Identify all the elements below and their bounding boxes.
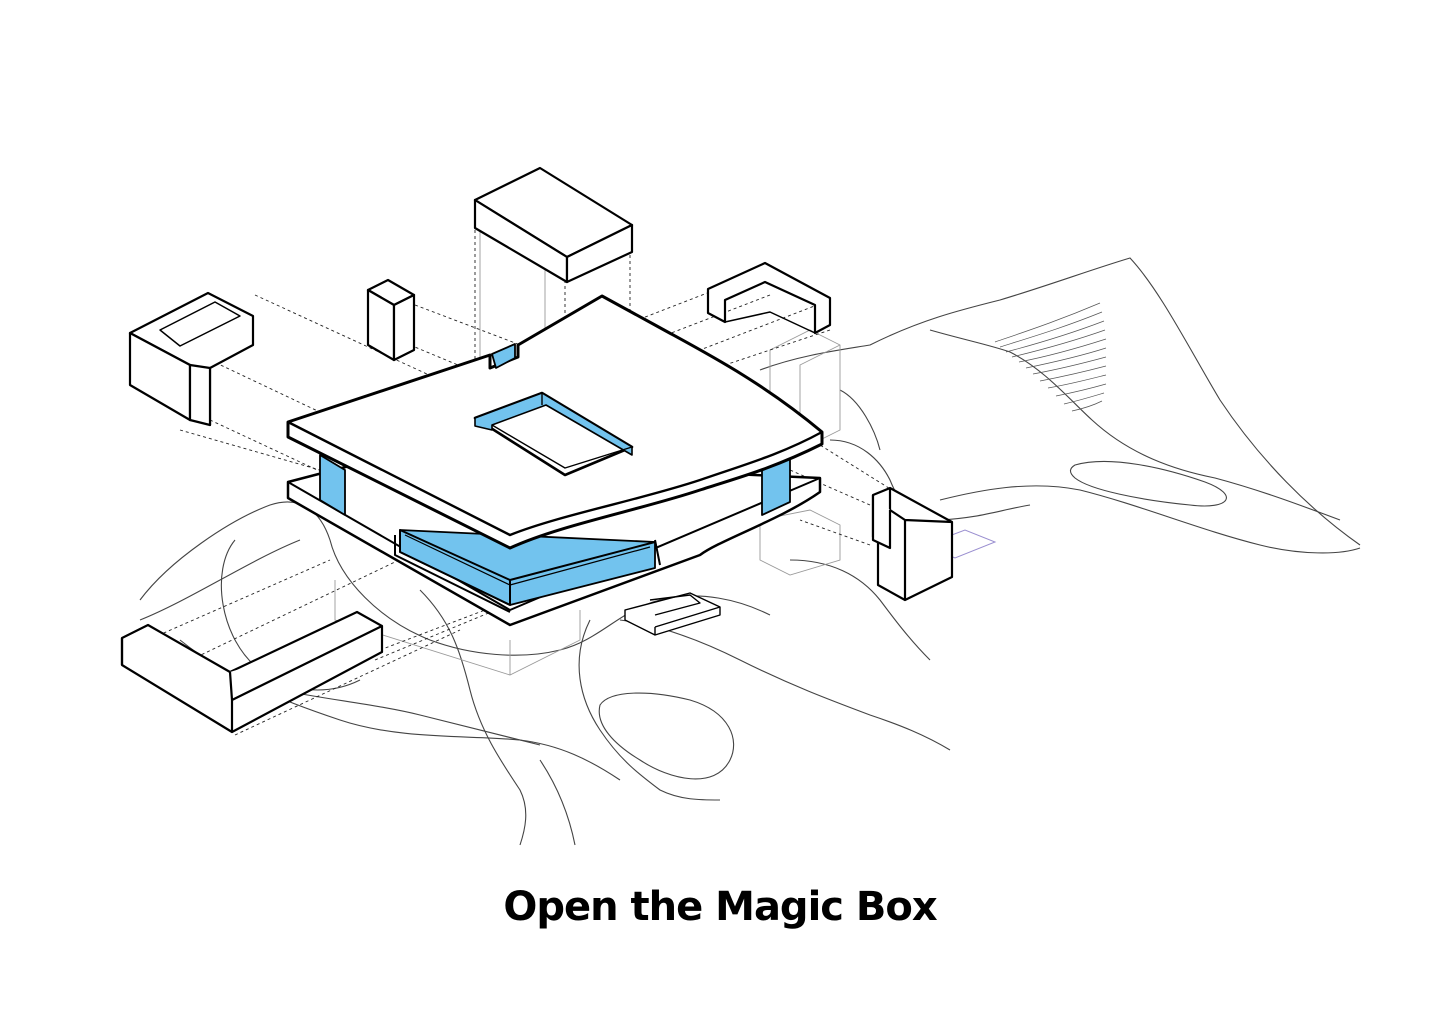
ghost-base-volume [334,580,581,676]
block-southwest-l-shape [120,610,384,734]
mountain-oval-contour [1069,460,1227,507]
site-contour-lobe [598,692,735,780]
terrain-contours [139,257,1361,846]
main-house [286,294,824,627]
projection-line [179,549,421,666]
site-contour-east-upper [839,389,881,451]
roof-notch-glazing [491,343,516,369]
projection-line [789,469,871,506]
diagram-caption: Open the Magic Box [503,884,937,930]
projection-line [699,299,831,351]
projection-line [414,304,561,361]
projection-line [179,429,321,471]
mountain-valley-line [939,485,1361,554]
mountain-hatch [994,302,1107,412]
projection-line [374,599,521,661]
block-west-l-shape [128,291,255,427]
projection-line [254,294,441,381]
site-contour-sw-sweep [279,689,541,746]
projection-line [799,519,871,546]
ghost-lower-east [759,509,841,576]
floating-blocks [120,166,954,734]
site-contour-far-west [139,539,301,621]
site-contour-east-arc [789,559,931,661]
site-contour-center-drop [419,589,527,846]
block-northeast-l-shape [706,261,832,335]
site-contour-outer [139,501,771,656]
glazing-west [319,454,346,516]
site-contour-center-loop [578,619,721,801]
mountain-slope-line [929,329,1341,521]
site-contour-east-ridge [829,439,1031,521]
site-contour-center-sweep [539,759,576,846]
block-small-plate [624,592,721,636]
block-east-l-shape [871,486,954,602]
projection-line [234,629,461,736]
courtyard-glazing [474,392,633,456]
block-top-volume [473,166,634,284]
site-contour-east-lower [619,619,951,751]
mountain-ridge-line [759,257,1361,546]
block-small-tower [366,278,416,362]
projection-line [679,329,831,381]
